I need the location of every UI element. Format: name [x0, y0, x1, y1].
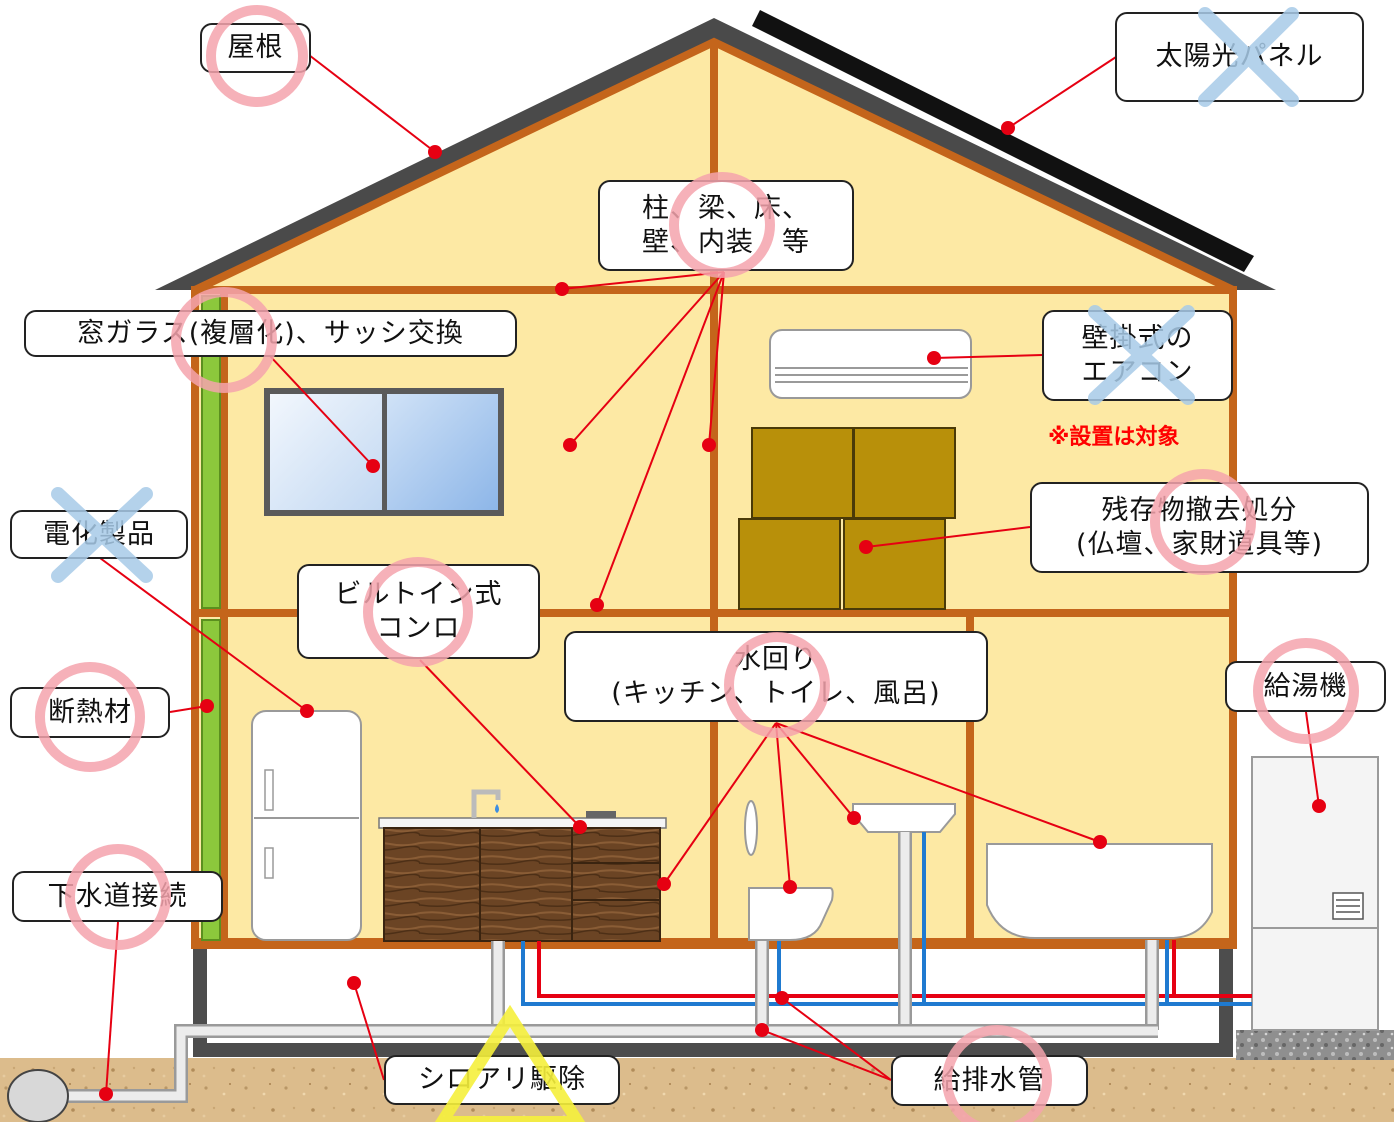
storage-boxes	[738, 427, 956, 610]
label-structure: 柱、梁、床、 壁、内装 等	[598, 180, 854, 271]
label-residual-line1: 残存物撤去処分	[1101, 494, 1298, 526]
label-solar-panel: 太陽光パネル	[1115, 12, 1364, 102]
ground	[0, 1058, 1394, 1122]
kitchen-counter	[378, 789, 667, 942]
air-conditioner	[769, 329, 972, 399]
label-sewer-text: 下水道接続	[47, 880, 188, 912]
leader-lines	[99, 54, 1320, 1095]
leader-dots	[99, 121, 1326, 1101]
label-plumbing: 給排水管	[891, 1055, 1088, 1106]
window	[264, 388, 504, 516]
label-aircon-line2: エアコン	[1081, 356, 1194, 388]
label-aircon: 壁掛式の エアコン	[1042, 310, 1233, 401]
label-water-line2: (キッチン、トイレ、風呂)	[611, 677, 941, 709]
label-residual-disposal: 残存物撤去処分 (仏壇、家財道具等)	[1030, 482, 1369, 573]
label-plumbing-text: 給排水管	[933, 1064, 1046, 1096]
label-water-heater-text: 給湯機	[1263, 670, 1348, 702]
label-structure-line1: 柱、梁、床、	[642, 192, 810, 224]
label-roof-text: 屋根	[227, 32, 284, 64]
label-structure-line2: 壁、内装 等	[642, 226, 810, 258]
label-appliance: 電化製品	[10, 510, 188, 559]
label-builtin-stove: ビルトイン式 コンロ	[297, 564, 540, 659]
label-sewer: 下水道接続	[12, 871, 223, 922]
solar-panel	[752, 10, 1254, 272]
gravel-bed	[1236, 1030, 1394, 1060]
drain-pipes	[60, 832, 1159, 1103]
label-appliance-text: 電化製品	[43, 518, 155, 550]
sewer-manhole	[7, 1069, 69, 1122]
water-heater-unit	[1251, 756, 1379, 1031]
label-builtin-line1: ビルトイン式	[334, 578, 503, 610]
label-window: 窓ガラス(複層化)、サッシ交換	[24, 310, 517, 357]
foundation	[193, 945, 1233, 1057]
label-termite-text: シロアリ駆除	[418, 1064, 586, 1096]
label-insulation: 断熱材	[10, 687, 170, 738]
label-roof: 屋根	[200, 23, 311, 73]
label-solar-text: 太陽光パネル	[1155, 41, 1324, 73]
aircon-installation-note: ※設置は対象	[1048, 425, 1180, 450]
wash-basin	[852, 803, 956, 833]
label-builtin-line2: コンロ	[376, 612, 461, 644]
toilet	[744, 800, 834, 941]
label-water-heater: 給湯機	[1225, 661, 1386, 712]
bathtub	[986, 843, 1213, 939]
label-water-area: 水回り (キッチン、トイレ、風呂)	[564, 631, 988, 722]
label-aircon-line1: 壁掛式の	[1081, 322, 1194, 354]
label-water-line1: 水回り	[734, 643, 818, 675]
label-residual-line2: (仏壇、家財道具等)	[1075, 528, 1324, 560]
label-window-text: 窓ガラス(複層化)、サッシ交換	[77, 317, 464, 349]
label-insulation-text: 断熱材	[48, 696, 132, 728]
label-termite: シロアリ駆除	[384, 1055, 620, 1105]
refrigerator	[251, 710, 362, 941]
